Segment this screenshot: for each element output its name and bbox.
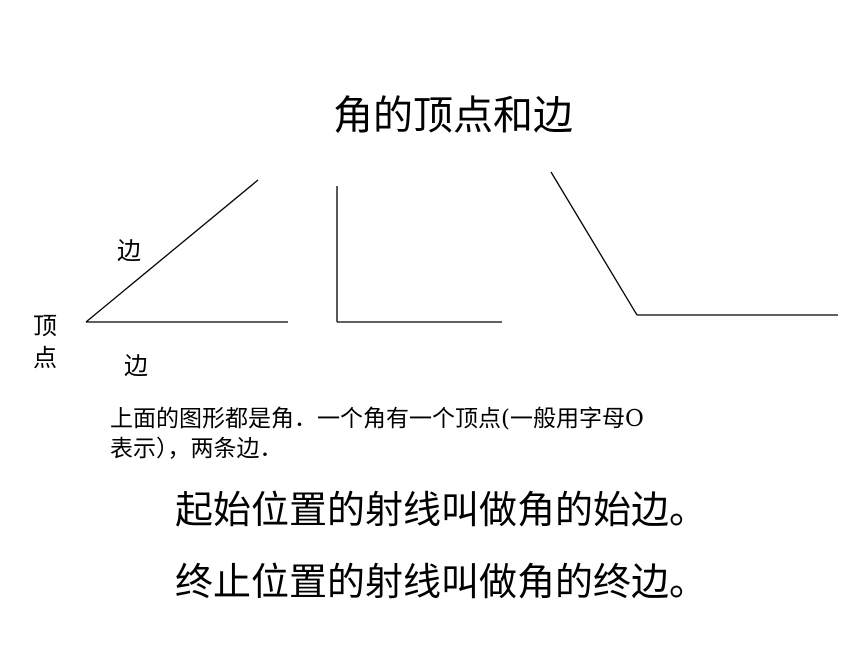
- acute-angle-upper-ray: [85, 179, 259, 323]
- obtuse-angle-slanted-ray: [550, 171, 638, 316]
- description-line-2: 表示），两条边．: [110, 436, 283, 462]
- acute-angle: [85, 179, 288, 323]
- upper-side-label: 边: [117, 237, 141, 265]
- vertex-label-line1: 顶: [33, 312, 57, 340]
- description-line-1: 上面的图形都是角．一个角有一个顶点(一般用字母O: [110, 406, 644, 432]
- slide-title: 角的顶点和边: [333, 93, 573, 139]
- vertex-label: 顶 点: [31, 310, 59, 374]
- initial-side-definition: 起始位置的射线叫做角的始边。: [175, 488, 708, 532]
- right-angle: [336, 186, 502, 323]
- lower-side-label: 边: [124, 352, 148, 380]
- obtuse-angle: [550, 171, 838, 316]
- terminal-side-definition: 终止位置的射线叫做角的终边。: [175, 560, 708, 604]
- description-paragraph: 上面的图形都是角．一个角有一个顶点(一般用字母O 表示），两条边．: [110, 404, 790, 464]
- vertex-label-line2: 点: [33, 344, 57, 372]
